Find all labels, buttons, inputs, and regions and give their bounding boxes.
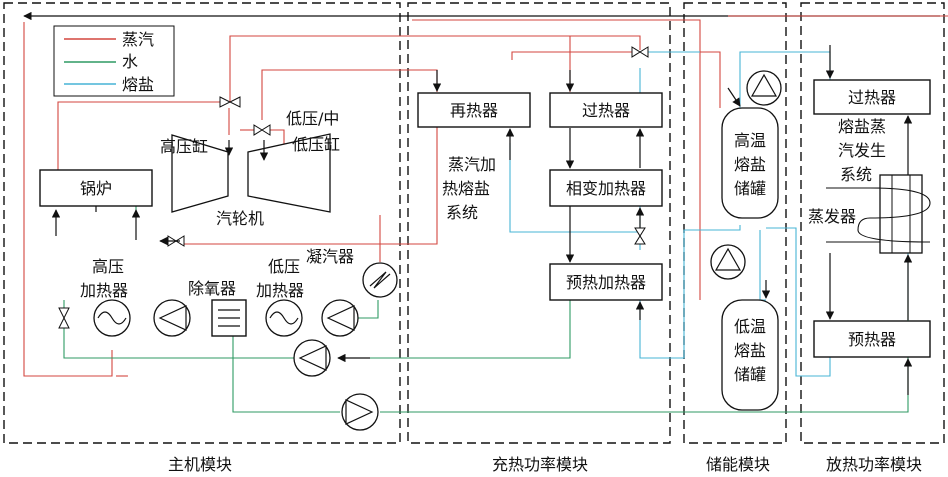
hot-tank-label-2: 熔盐: [734, 155, 766, 174]
valve-icon: [634, 227, 646, 245]
charge-system-label-3: 系统: [446, 203, 478, 222]
water-pump-icon: [341, 393, 379, 431]
deaerator-label: 除氧器: [188, 279, 236, 298]
valve-icon: [631, 46, 649, 58]
discharge-system-label-1: 熔盐蒸: [838, 117, 886, 136]
legend: 蒸汽 水 熔盐: [53, 25, 175, 97]
phase-heater-label: 相变加热器: [566, 179, 646, 198]
reheater-label: 再热器: [450, 101, 498, 120]
valve-icon: [253, 124, 271, 136]
hot-tank-label-3: 储罐: [734, 179, 766, 198]
hp-cylinder-label: 高压缸: [160, 137, 208, 156]
lp-cylinder-shape: [247, 133, 331, 213]
storage-module-label: 储能模块: [706, 455, 770, 474]
cold-tank-label-2: 熔盐: [734, 341, 766, 360]
hp-cylinder-shape: [171, 134, 229, 213]
turbine-label: 汽轮机: [216, 209, 264, 228]
lp-cylinder-label-1: 低压/中: [286, 109, 339, 128]
discharge-preheater-box: [813, 320, 931, 358]
discharge-system-label-2: 汽发生: [838, 141, 886, 160]
phase-heater-box: [549, 169, 663, 207]
charge-module-border: [407, 2, 671, 444]
water-lines: [63, 190, 909, 413]
hp-heater-label-1: 高压: [92, 257, 124, 276]
main-module-label: 主机模块: [168, 455, 232, 474]
valve-icon: [58, 307, 70, 329]
storage-module-border: [683, 2, 787, 444]
hot-tank-label-1: 高温: [734, 131, 766, 150]
steam-lines: [23, 15, 948, 377]
charge-module-label: 充热功率模块: [492, 455, 588, 474]
hot-tank-shape: [721, 107, 779, 219]
evaporator-label: 蒸发器: [808, 207, 856, 226]
legend-water-label: 水: [122, 52, 138, 71]
discharge-module-label: 放热功率模块: [826, 455, 922, 474]
superheater-box: [549, 92, 663, 128]
valve-icon: [219, 96, 241, 108]
lp-cylinder-label-2: 低压缸: [292, 135, 340, 154]
charge-preheater-box: [549, 263, 663, 301]
discharge-system-label-3: 系统: [840, 165, 872, 184]
legend-salt-label: 熔盐: [122, 75, 154, 94]
feed-pump-icon: [153, 299, 191, 337]
cold-tank-label-3: 储罐: [734, 365, 766, 384]
hp-heater-label-2: 加热器: [80, 281, 128, 300]
discharge-superheater-box: [813, 79, 931, 115]
charge-preheater-label: 预热加热器: [566, 273, 646, 292]
charge-system-label-2: 热熔盐: [442, 179, 490, 198]
condenser-label: 凝汽器: [306, 247, 354, 266]
main-module-border: [3, 2, 401, 444]
superheater-label: 过热器: [582, 101, 630, 120]
condensate-pump-icon: [321, 299, 359, 337]
lp-heater-label-2: 加热器: [256, 281, 304, 300]
boiler-label: 锅炉: [80, 179, 112, 198]
cold-tank-label-1: 低温: [734, 317, 766, 336]
charge-system-label-1: 蒸汽加: [448, 155, 496, 174]
reheater-box: [417, 92, 531, 128]
return-pump-icon: [293, 339, 331, 377]
discharge-superheater-label: 过热器: [848, 88, 896, 107]
discharge-preheater-label: 预热器: [848, 330, 896, 349]
cold-tank-shape: [721, 299, 779, 411]
boiler-box: [39, 169, 153, 207]
discharge-module-border: [800, 2, 945, 444]
legend-steam-label: 蒸汽: [122, 30, 154, 49]
lp-heater-label-1: 低压: [268, 257, 300, 276]
